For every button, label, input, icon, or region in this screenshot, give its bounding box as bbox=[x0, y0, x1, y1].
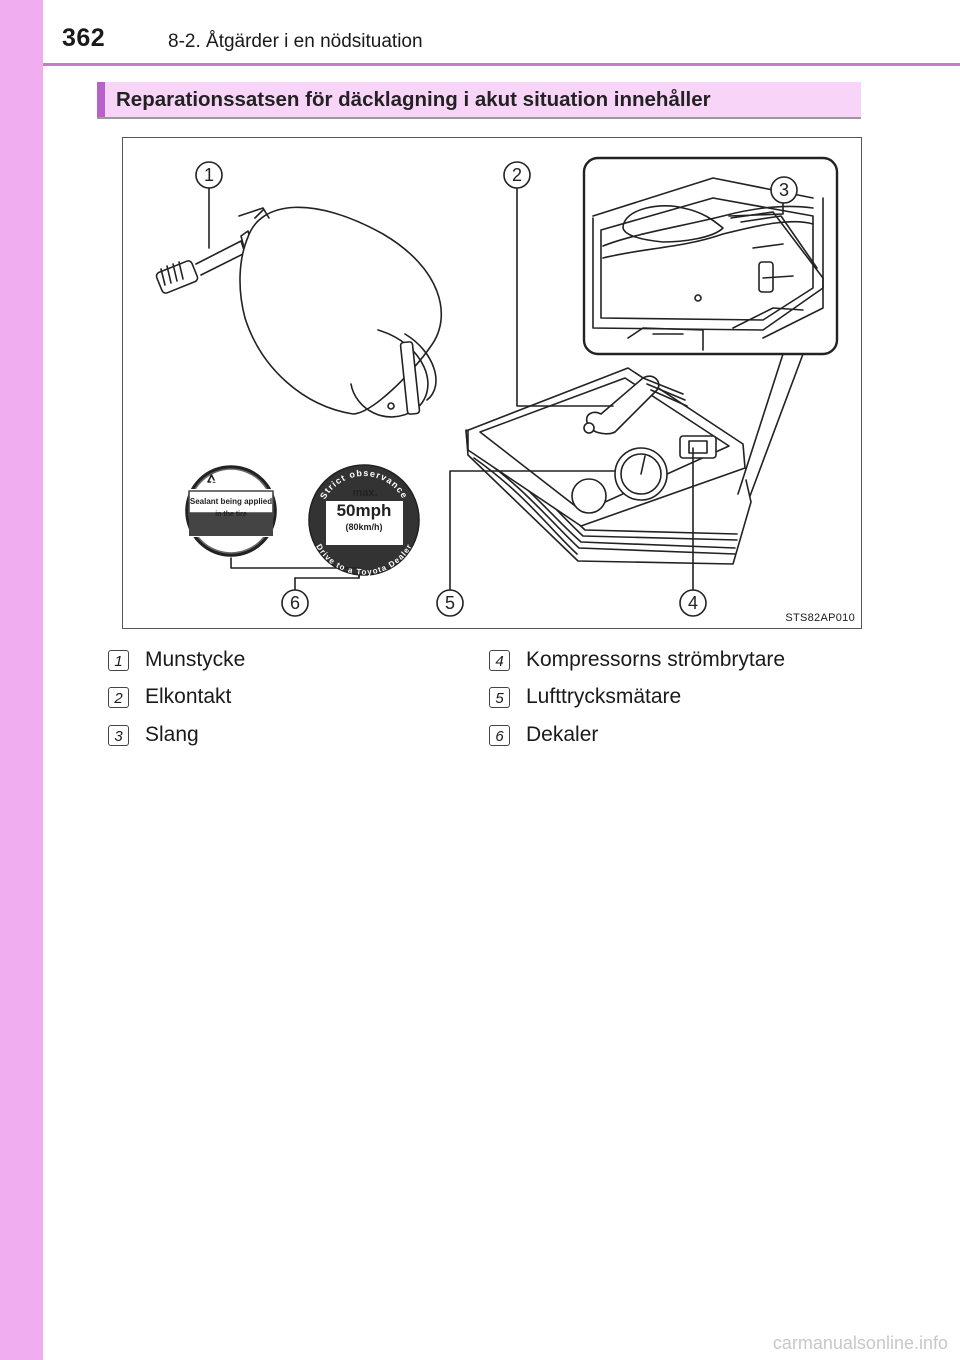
legend-item-3: 3 Slang bbox=[108, 720, 199, 750]
callout-6: 6 bbox=[281, 589, 309, 617]
legend-item-1: 1 Munstycke bbox=[108, 645, 245, 675]
legend-number: 4 bbox=[489, 649, 510, 671]
callout-2: 2 bbox=[503, 161, 531, 189]
callout-4-text: 4 bbox=[688, 593, 698, 613]
legend-label: Elkontakt bbox=[145, 685, 232, 708]
repair-kit-figure: 1 2 3 4 5 6 CAUTI bbox=[122, 137, 862, 629]
sealant-bottle bbox=[155, 206, 443, 418]
callout-6-text: 6 bbox=[290, 593, 300, 613]
repair-kit-illustration: 1 2 3 4 5 6 CAUTI bbox=[155, 156, 839, 617]
legend-number: 1 bbox=[108, 649, 129, 671]
legend-label: Lufttrycksmätare bbox=[526, 685, 682, 708]
callout-4: 4 bbox=[679, 589, 707, 617]
watermark: carmanualsonline.info bbox=[772, 1333, 948, 1353]
page-number: 362 bbox=[62, 24, 106, 52]
callout-5: 5 bbox=[436, 589, 464, 617]
legend-item-2: 2 Elkontakt bbox=[108, 682, 231, 712]
heading-accent bbox=[97, 82, 105, 117]
compressor bbox=[465, 367, 752, 565]
callout-2-text: 2 bbox=[512, 165, 522, 185]
legend-label: Slang bbox=[145, 723, 199, 746]
callout-5-text: 5 bbox=[445, 593, 455, 613]
legend-label: Munstycke bbox=[145, 648, 246, 671]
section-title: 8-2. Åtgärder i en nödsituation bbox=[168, 31, 423, 52]
legend-label: Kompressorns strömbrytare bbox=[526, 648, 786, 671]
speed-max: max. bbox=[352, 487, 377, 499]
callout-1: 1 bbox=[195, 161, 223, 189]
caution-sticker bbox=[185, 465, 277, 557]
header-rule bbox=[43, 63, 960, 66]
legend-item-4: 4 Kompressorns strömbrytare bbox=[489, 645, 785, 675]
legend-label: Dekaler bbox=[526, 723, 599, 746]
callout-3: 3 bbox=[770, 176, 798, 204]
callout-3-text: 3 bbox=[779, 180, 789, 200]
heading-text: Reparationssatsen för däcklagning i akut… bbox=[116, 88, 711, 111]
side-color-bar bbox=[0, 0, 43, 1360]
figure-code: STS82AP010 bbox=[785, 612, 855, 624]
section-heading: Reparationssatsen för däcklagning i akut… bbox=[97, 82, 861, 119]
hose-compartment-inset bbox=[582, 156, 839, 356]
legend-number: 2 bbox=[108, 686, 129, 708]
caution-line1: Sealant being applied bbox=[190, 497, 272, 506]
legend-item-6: 6 Dekaler bbox=[489, 720, 598, 750]
speed-metric: (80km/h) bbox=[345, 522, 382, 532]
caution-title: CAUTION bbox=[210, 479, 260, 491]
legend-number: 6 bbox=[489, 724, 510, 746]
speed-sticker bbox=[308, 464, 420, 576]
legend-number: 3 bbox=[108, 724, 129, 746]
legend-number: 5 bbox=[489, 686, 510, 708]
callout-1-text: 1 bbox=[204, 165, 214, 185]
legend-item-5: 5 Lufttrycksmätare bbox=[489, 682, 681, 712]
caution-line2: in the tire bbox=[215, 511, 247, 518]
speed-value: 50mph bbox=[337, 501, 392, 520]
